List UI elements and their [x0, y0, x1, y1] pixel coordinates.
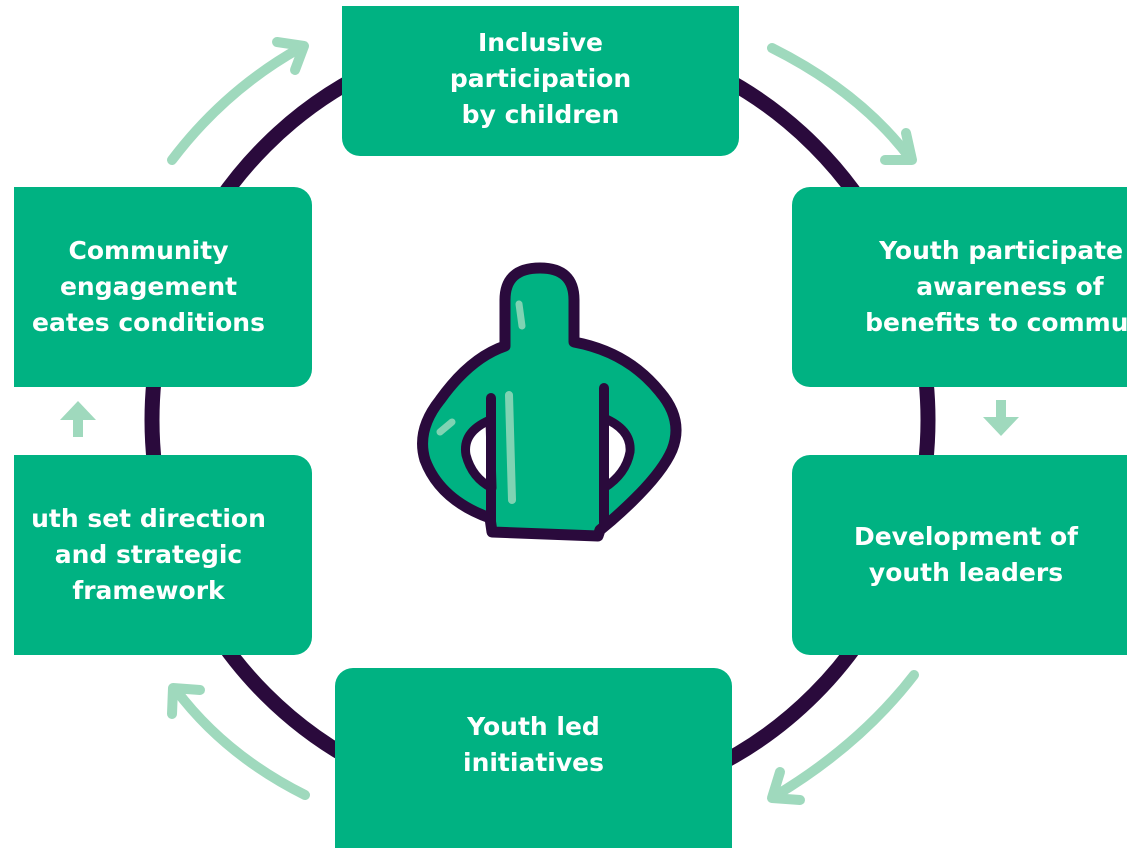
arrow-up-left-icon: [167, 683, 310, 800]
box-line: Youth led: [467, 712, 600, 741]
figure-highlight-arm: [436, 418, 456, 436]
arrow-down-right-icon: [767, 43, 917, 165]
box-line: Community: [68, 236, 229, 265]
arrow-up-right-icon: [167, 37, 309, 165]
box-youth-set-direction: uth set direction and strategic framewor…: [0, 455, 312, 655]
box-line: engagement: [59, 272, 238, 301]
box-community-engagement: Community engagement eates conditions: [0, 187, 312, 387]
box-line: uth set direction: [31, 504, 266, 533]
left-edge-strip: [0, 0, 14, 848]
box-line: Inclusive: [478, 28, 603, 57]
figure-right-arm-hole: [599, 413, 635, 493]
box-line: initiatives: [463, 748, 604, 777]
box-line: by children: [461, 100, 620, 129]
figure-left-arm-hole: [461, 415, 497, 493]
arrow-down-left-icon: [767, 670, 919, 805]
box-line: Youth participate /: [879, 236, 1127, 265]
figure-highlight-head: [515, 300, 526, 330]
arrow-down-icon: [983, 400, 1019, 436]
box-inclusive-participation: Inclusive participation by children: [342, 0, 739, 156]
figure-highlight-body: [505, 391, 516, 504]
arrow-up-icon: [60, 401, 96, 437]
box-line: benefits to communi: [865, 308, 1127, 337]
box-line: youth leaders: [868, 558, 1064, 587]
box-development-youth-leaders: Development of youth leaders: [792, 455, 1127, 655]
top-edge-strip: [0, 0, 1127, 6]
box-line: eates conditions: [32, 308, 265, 337]
box-line: and strategic: [54, 540, 243, 569]
box-line: participation: [449, 64, 632, 93]
box-line: Development of: [853, 522, 1079, 551]
box-line: framework: [72, 576, 225, 605]
box-youth-participate: Youth participate / awareness of benefit…: [792, 187, 1127, 387]
box-line: awareness of: [916, 272, 1104, 301]
figure-body: [417, 262, 682, 542]
box-youth-led-initiatives: Youth led initiatives: [335, 668, 732, 848]
